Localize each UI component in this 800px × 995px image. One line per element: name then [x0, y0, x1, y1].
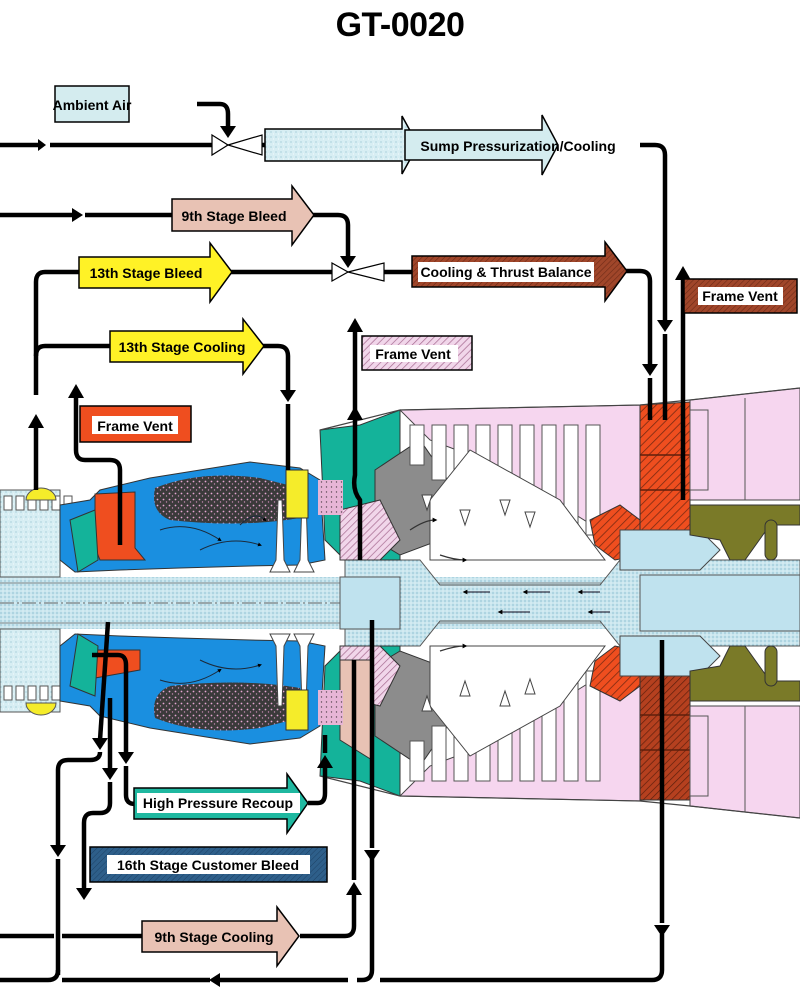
label-ambient-air: Ambient Air: [53, 85, 132, 123]
high-pressure-recoup-label: High Pressure Recoup: [143, 795, 293, 811]
frame-vent-rear-label: Frame Vent: [702, 288, 778, 304]
arrow-sump-pressurization: [264, 115, 419, 175]
box-frame-vent-front: Frame Vent: [79, 405, 192, 443]
arrow-thirteenth-stage-cooling: 13th Stage Cooling: [109, 316, 265, 377]
front-sump-lower: [25, 702, 57, 716]
ambient-air-label: Ambient Air: [53, 97, 132, 113]
sump-arrow-shape: Sump Pressurization/Cooling: [404, 114, 616, 176]
arrow-ninth-stage-cooling: 9th Stage Cooling: [141, 904, 300, 969]
cooling-bleed-valve: [331, 261, 385, 283]
arrow-thirteenth-stage-bleed: 13th Stage Bleed: [78, 240, 233, 305]
frame-vent-front-label: Frame Vent: [97, 418, 173, 434]
thirteenth-stage-cooling-label: 13th Stage Cooling: [119, 339, 246, 355]
rear-frame-lower: [639, 670, 691, 801]
ninth-stage-cooling-label: 9th Stage Cooling: [155, 929, 274, 945]
box-frame-vent-mid: Frame Vent: [361, 335, 473, 371]
box-frame-vent-rear: Frame Vent: [683, 278, 798, 314]
flow-lines: [0, 101, 691, 987]
cooling-thrust-balance-label: Cooling & Thrust Balance: [420, 264, 591, 280]
exhaust-frame-lower: [689, 645, 800, 702]
ambient-air-valve: [211, 133, 263, 157]
sixteenth-stage-customer-bleed-label: 16th Stage Customer Bleed: [117, 857, 299, 873]
box-sixteenth-stage-customer-bleed: 16th Stage Customer Bleed: [89, 846, 328, 883]
sump-pressurization-label: Sump Pressurization/Cooling: [420, 138, 615, 154]
ninth-stage-bleed-label: 9th Stage Bleed: [181, 208, 286, 224]
exhaust-frame-upper: [689, 504, 800, 561]
diagram-title: GT-0020: [335, 6, 465, 44]
front-sump-upper: [25, 487, 57, 501]
arrow-ninth-stage-bleed: 9th Stage Bleed: [171, 183, 315, 248]
arrow-cooling-thrust-balance: Cooling & Thrust Balance: [411, 239, 628, 304]
combustor-lower: [154, 682, 300, 731]
combustor-upper: [154, 475, 300, 524]
arrow-high-pressure-recoup: High Pressure Recoup: [133, 771, 309, 836]
thirteenth-stage-bleed-label: 13th Stage Bleed: [90, 265, 203, 281]
frame-vent-mid-label: Frame Vent: [375, 346, 451, 362]
